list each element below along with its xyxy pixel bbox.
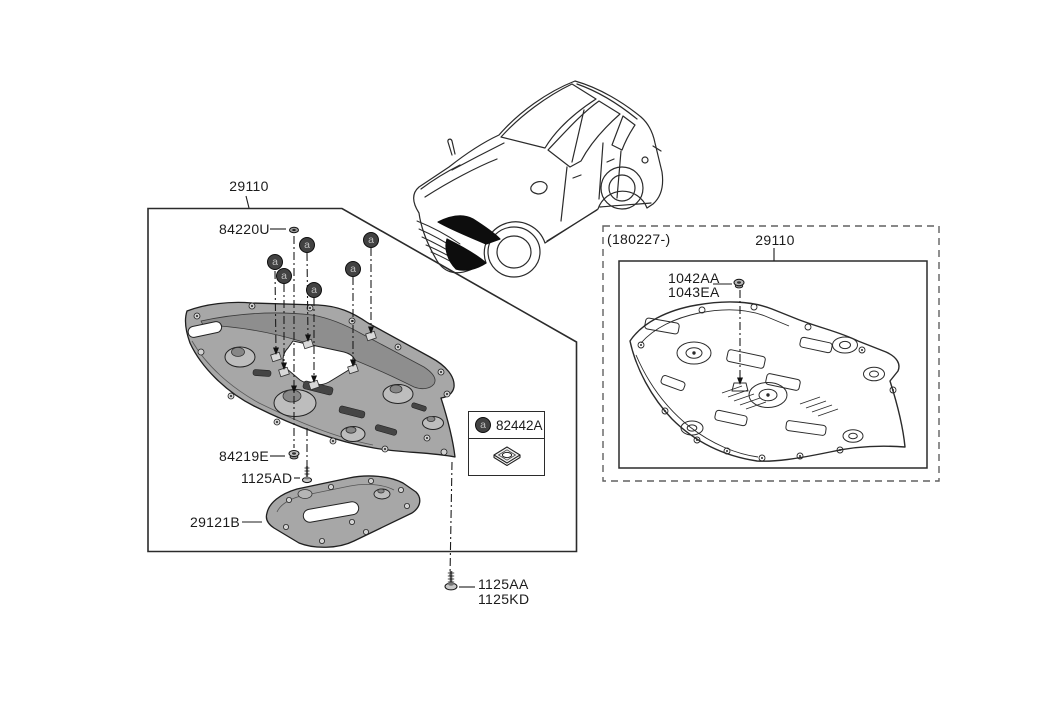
part-label-1043EA[interactable]: 1043EA <box>668 284 720 300</box>
part-label-1042AA[interactable]: 1042AA <box>668 270 720 286</box>
clip-marker-a-3[interactable]: a <box>299 237 315 253</box>
bolt-icon-1125AA <box>444 571 458 591</box>
part-label-82442A[interactable]: 82442A <box>496 417 543 433</box>
clip-marker-a-4[interactable]: a <box>306 282 322 298</box>
clip-legend-box: a 82442A <box>468 411 545 476</box>
clip-marker-a-6[interactable]: a <box>363 232 379 248</box>
part-label-1125AA[interactable]: 1125AA <box>478 576 529 592</box>
legend-clip-marker: a <box>475 417 491 433</box>
clip-marker-a-5[interactable]: a <box>345 261 361 277</box>
lower-cover-drawing <box>265 475 421 548</box>
revision-under-cover-drawing <box>629 301 906 462</box>
leader-arrowheads <box>273 326 743 393</box>
main-group-box <box>147 207 578 553</box>
revision-group-box <box>602 225 940 482</box>
part-label-84219E[interactable]: 84219E <box>219 448 270 464</box>
clip-icon <box>492 445 521 466</box>
fastener-icons <box>288 226 745 591</box>
rivet-icon-84220U <box>289 226 299 234</box>
part-label-84220U[interactable]: 84220U <box>219 221 270 237</box>
nut-icon-84219E <box>288 450 300 460</box>
nut-icon-1042AA <box>733 278 745 289</box>
callout-leader-lines <box>242 195 775 588</box>
date-code-label: (180227-) <box>607 231 671 247</box>
clip-marker-a-1[interactable]: a <box>267 254 283 270</box>
part-label-29110-main[interactable]: 29110 <box>229 178 269 194</box>
part-label-1125KD[interactable]: 1125KD <box>478 591 530 607</box>
part-label-29110-revision[interactable]: 29110 <box>755 232 795 248</box>
bolt-icon-1125AD <box>302 466 312 484</box>
clip-marker-a-2[interactable]: a <box>276 268 292 284</box>
under-cover-drawing <box>184 301 456 458</box>
part-label-1125AD[interactable]: 1125AD <box>241 470 293 486</box>
part-label-29121B[interactable]: 29121B <box>190 514 241 530</box>
vehicle-illustration <box>413 80 664 278</box>
clip-legend-drawing <box>469 439 544 472</box>
clip-legend-header: a 82442A <box>469 412 544 439</box>
